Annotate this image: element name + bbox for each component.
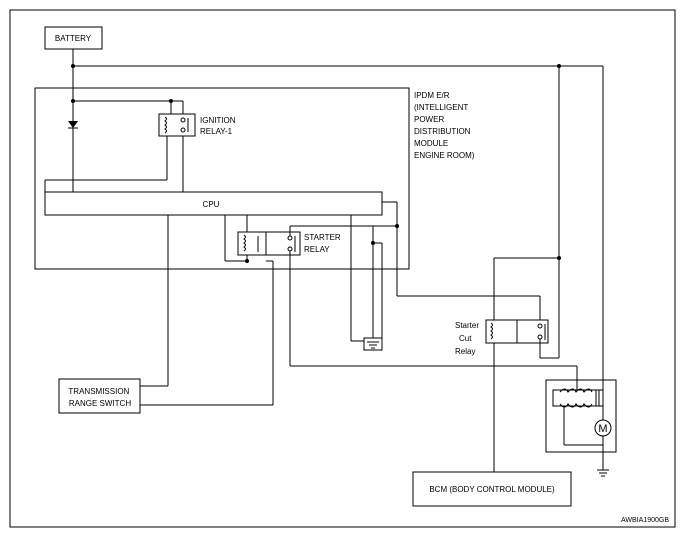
relay-box	[158, 113, 196, 137]
ipdm-label-line: DISTRIBUTION	[414, 127, 471, 136]
ground-box	[363, 337, 383, 351]
starter-relay-label-line: STARTER	[304, 233, 341, 242]
ipdm-label-line: (INTELLIGENT	[414, 103, 468, 112]
ipdm-label-line: ENGINE ROOM)	[414, 151, 475, 160]
starter-cut-relay-label-line: Relay	[455, 347, 475, 356]
trs-label: TRANSMISSION RANGE SWITCH	[68, 387, 131, 408]
coil-icon	[490, 322, 493, 340]
diagram-frame	[9, 9, 676, 528]
contact-icon	[537, 323, 543, 329]
starter-cut-relay-label-line: Cut	[459, 334, 472, 343]
trs-box	[58, 378, 141, 414]
coil-icon	[243, 234, 246, 252]
ipdm-box	[34, 87, 410, 270]
junction-dot	[245, 259, 249, 263]
transmission-range-switch: TRANSMISSION RANGE SWITCH	[58, 378, 141, 414]
bcm-block: BCM (BODY CONTROL MODULE)	[412, 471, 572, 507]
ipdm-label-line: MODULE	[414, 139, 448, 148]
ground-icon	[597, 469, 609, 477]
starter-relay-label: STARTER RELAY	[304, 233, 343, 254]
ipdm-label: IPDM E/R (INTELLIGENT POWER DISTRIBUTION…	[414, 91, 475, 160]
ignition-relay-1: IGNITION RELAY-1	[158, 113, 238, 137]
starter-cut-relay-label: Starter Cut Relay	[455, 321, 481, 356]
ipdm-label-line: POWER	[414, 115, 444, 124]
starter-relay-label-line: RELAY	[304, 245, 330, 254]
ipdm-label-line: IPDM E/R	[414, 91, 450, 100]
motor-symbol: M	[598, 423, 607, 435]
ignition-relay-label: IGNITION RELAY-1	[200, 116, 238, 136]
bcm-label: BCM (BODY CONTROL MODULE)	[429, 485, 555, 494]
junction-dot	[169, 99, 173, 103]
ignition-relay-label-line: RELAY-1	[200, 127, 233, 136]
trs-label-line: TRANSMISSION	[68, 387, 129, 396]
ignition-relay-label-line: IGNITION	[200, 116, 236, 125]
battery-feed-wires	[71, 49, 604, 392]
cpu-block: CPU	[44, 191, 383, 216]
cpu-box	[44, 191, 383, 216]
starter-cut-relay-label-line: Starter	[455, 321, 479, 330]
solenoid-coil-icon	[559, 388, 593, 408]
battery-label: BATTERY	[55, 34, 92, 43]
battery-block: BATTERY	[44, 26, 103, 50]
ground-icon	[363, 337, 383, 351]
starter-cut-relay: Starter Cut Relay	[455, 319, 549, 356]
cpu-label: CPU	[203, 200, 220, 209]
diode-icon	[68, 121, 78, 128]
internal-battery-line	[68, 66, 184, 192]
junction-dot	[557, 64, 561, 68]
trs-label-line: RANGE SWITCH	[69, 399, 131, 408]
relay-box	[237, 231, 301, 256]
junction-dot	[557, 256, 561, 260]
ipdm-module: IPDM E/R (INTELLIGENT POWER DISTRIBUTION…	[34, 87, 475, 270]
coil-icon	[164, 116, 167, 134]
contact-icon	[180, 117, 186, 123]
bcm-box	[412, 471, 572, 507]
contact-icon	[180, 127, 186, 133]
starter-motor: M	[545, 379, 617, 477]
starter-motor-box	[545, 379, 617, 453]
starter-relay: STARTER RELAY	[237, 231, 343, 256]
figure-code: AWBIA1900GB	[621, 517, 669, 524]
